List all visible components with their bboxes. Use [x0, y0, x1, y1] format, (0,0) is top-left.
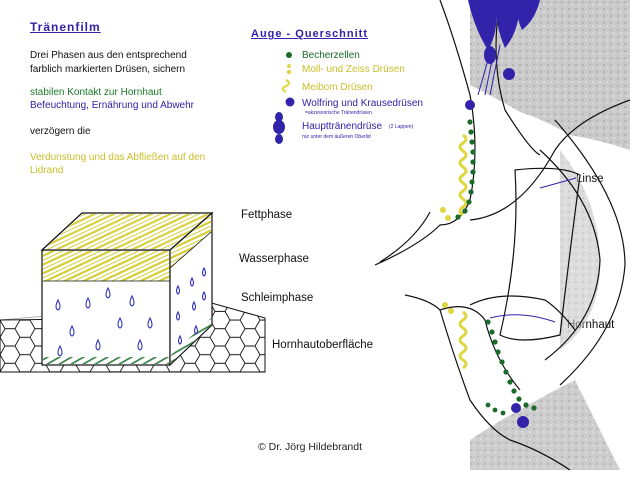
green-line: stabilen Kontakt zur Hornhaut	[30, 87, 162, 98]
legend-haupttraenendruese: Haupttränendrüse	[302, 121, 383, 132]
legend-becherzellen-dot	[286, 52, 292, 58]
accessory-glands	[465, 68, 529, 428]
lower-lid-outline	[404, 294, 571, 471]
legend-moll-zeiss: Moll- und Zeiss Drüsen	[302, 64, 405, 75]
copyright: © Dr. Jörg Hildebrandt	[258, 441, 363, 453]
label-hornhautoberflaeche: Hornhautoberfläche	[272, 339, 374, 351]
legend-haupt-symbol	[275, 112, 283, 122]
moll-zeiss-glands	[440, 207, 454, 314]
upper-lid-outline	[374, 0, 476, 266]
water-drops	[55, 266, 207, 357]
legend-haupt-sub: nur unter dem äußeren Oberlid	[302, 134, 371, 140]
goblet-cells-upper	[455, 119, 476, 220]
eye-cross-section	[374, 0, 630, 471]
meibom-glands-lower	[458, 310, 468, 370]
middle-line: verzögern die	[30, 126, 91, 137]
lower-lid-tissue	[470, 380, 620, 470]
legend-becherzellen: Becherzellen	[302, 50, 360, 61]
main-lacrimal-gland	[468, 0, 540, 64]
legend-wolfring-dot	[285, 97, 295, 107]
cube-front-fett	[43, 251, 169, 281]
legend-moll-zeiss-dot	[287, 64, 291, 68]
yellow-line-2: Lidrand	[30, 165, 64, 176]
intro-line-1: Drei Phasen aus den entsprechend	[30, 50, 187, 61]
goblet-cells-lower	[485, 319, 537, 416]
lens-tissue	[560, 150, 600, 350]
legend-wolfring: Wolfring und Krausedrüsen	[302, 98, 423, 109]
meibom-glands-upper	[458, 133, 468, 217]
label-wasserphase: Wasserphase	[239, 253, 309, 265]
blue-line: Befeuchtung, Ernährung und Abwehr	[30, 100, 195, 111]
legend-symbols	[273, 52, 295, 144]
tear-film-cube	[40, 211, 214, 367]
label-fettphase: Fettphase	[241, 209, 293, 221]
cube-front-schleim	[43, 357, 169, 364]
intro-line-2: farblich markierten Drüsen, sichern	[30, 64, 186, 75]
cornea-outline	[539, 149, 601, 361]
legend-meibom: Meibom Drüsen	[302, 82, 373, 93]
lens-outline	[499, 167, 581, 341]
legend-haupt-note: (2 Lappen)	[389, 124, 414, 130]
legend-wolfring-sub: =akzessorische Tränendrüsen	[305, 110, 372, 116]
label-schleimphase: Schleimphase	[241, 292, 314, 304]
title-traenenfilm: Tränenfilm	[30, 20, 101, 34]
legend-header: Auge - Querschnitt	[251, 28, 369, 40]
legend-meibom-symbol	[281, 79, 291, 93]
yellow-line-1: Verdunstung und das Abfließen auf den	[30, 152, 206, 163]
